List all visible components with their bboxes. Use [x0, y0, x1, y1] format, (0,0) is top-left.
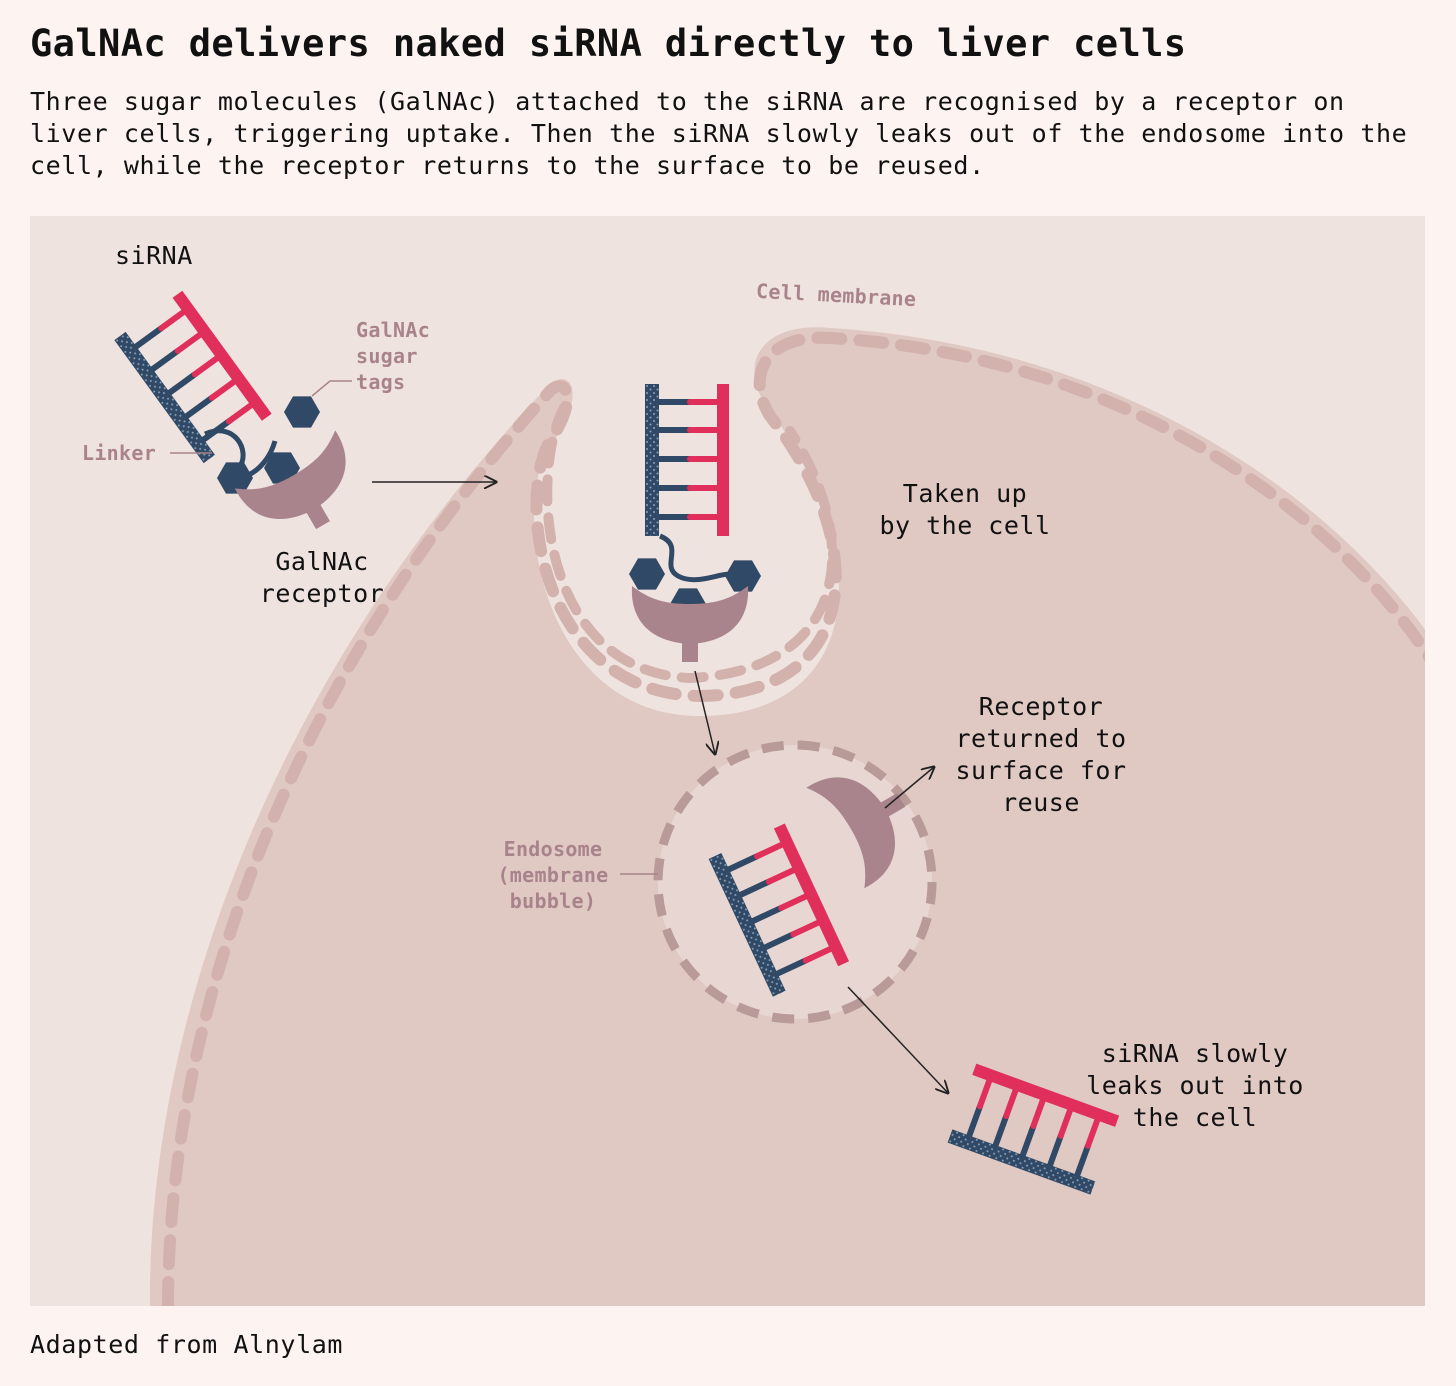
figure-subtitle: Three sugar molecules (GalNAc) attached … [30, 87, 1408, 180]
linker-pocket [658, 533, 738, 583]
figure-title: GalNAc delivers naked siRNA directly to … [30, 22, 1187, 65]
source-credit: Adapted from Alnylam [30, 1330, 344, 1359]
tags-leader [311, 380, 352, 397]
diagram-panel: siRNA GalNAc sugar tags Linker GalNAc re… [30, 216, 1425, 1306]
arrow-receptor-return [884, 767, 934, 809]
arrow-leak-out [847, 986, 948, 1093]
taken-up-label: Taken up by the cell [879, 479, 1051, 540]
galnac-tag-2 [217, 462, 253, 494]
galnac-tag-1 [284, 396, 320, 428]
sirna-outside [114, 291, 271, 463]
cell-membrane [162, 331, 1425, 1306]
receptor-returned-label: Receptor returned to surface for reuse [955, 692, 1127, 817]
endosome-label: Endosome (membrane bubble) [497, 837, 609, 913]
invagination-membrane [542, 401, 838, 684]
leaks-out-label: siRNA slowly leaks out into the cell [1086, 1039, 1304, 1132]
receptor-outside [234, 430, 374, 555]
linker-label: Linker [82, 441, 157, 465]
galnac-tag-5 [725, 560, 761, 592]
uptake-diagram [30, 216, 1425, 1306]
endosome [653, 740, 937, 1024]
arrow-to-endosome [694, 670, 715, 754]
sirna-label: siRNA [115, 241, 193, 270]
sirna-pocket [645, 384, 729, 536]
galnac-tag-4 [629, 558, 665, 590]
receptor-label: GalNAc receptor [259, 547, 385, 608]
galnac-tags-label: GalNAc sugar tags [356, 318, 431, 394]
